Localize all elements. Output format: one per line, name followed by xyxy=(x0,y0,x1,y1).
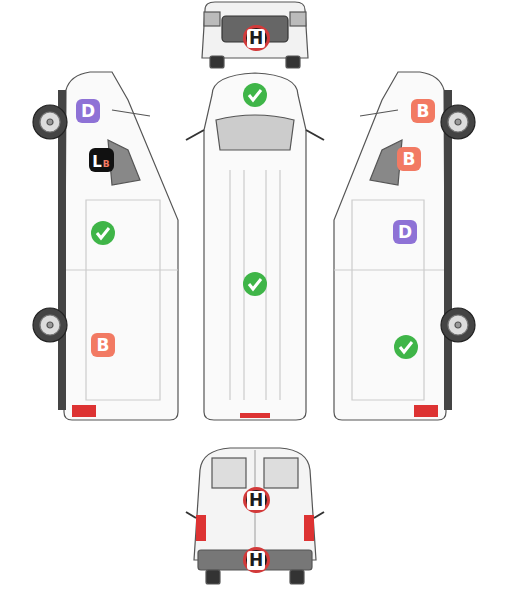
damage-badge: D xyxy=(393,220,417,244)
badge-letter: B xyxy=(417,103,430,120)
badge-letter: D xyxy=(81,103,95,120)
damage-badge: H xyxy=(243,487,270,513)
badge-letter: B xyxy=(103,160,110,169)
badge-letter: D xyxy=(398,224,412,241)
damage-badge: H xyxy=(243,25,270,51)
badge-letter: H xyxy=(247,551,265,570)
damage-badge: LB xyxy=(89,148,114,172)
damage-badge: B xyxy=(411,99,435,123)
badge-letter: L xyxy=(92,155,102,170)
damage-badge: H xyxy=(243,547,270,573)
damage-badge: D xyxy=(76,99,100,123)
badge-letter: H xyxy=(247,491,265,510)
badge-letter: B xyxy=(97,337,110,354)
badge-letter: H xyxy=(247,29,265,48)
badge-letter: B xyxy=(403,151,416,168)
damage-badge: B xyxy=(397,147,421,171)
damage-badge: B xyxy=(91,333,115,357)
